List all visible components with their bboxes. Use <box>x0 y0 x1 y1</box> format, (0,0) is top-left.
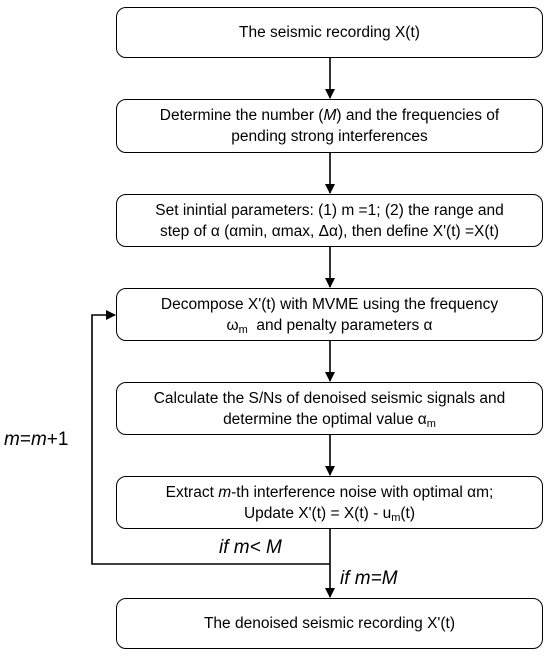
condition-label-equal: if m=M <box>340 568 398 590</box>
step-text-line: Set inintial parameters: (1) m =1; (2) t… <box>155 200 504 221</box>
text-run: step of α (αmin, αmax, Δα), then define … <box>159 222 500 240</box>
text-run: +1 <box>46 429 69 450</box>
text-run: Set inintial parameters: (1) m =1; (2) t… <box>155 201 504 219</box>
step-determine-interferences: Determine the number (M) and the frequen… <box>116 99 543 153</box>
italic-text-run: M <box>323 107 337 124</box>
text-run: = <box>19 429 31 450</box>
italic-text-run: m <box>218 483 232 501</box>
step-text-line: The seismic recording X(t) <box>239 22 420 43</box>
step-calculate-sns: Calculate the S/Ns of denoised seismic s… <box>116 382 543 435</box>
step-text-line: pending strong interferences <box>160 126 499 147</box>
text-run: determine the optimal value α <box>223 410 427 428</box>
step-denoised-recording: The denoised seismic recording X'(t) <box>116 598 543 649</box>
step-text-line: The denoised seismic recording X'(t) <box>204 613 455 634</box>
text-run: The denoised seismic recording X'(t) <box>203 615 456 632</box>
text-run: Decompose X'(t) with MVME using the freq… <box>160 295 499 313</box>
text-run: The seismic recording X(t) <box>239 24 420 41</box>
text-run: -th interference noise with optimal αm; <box>231 483 494 501</box>
step-text-line: Decompose X'(t) with MVME using the freq… <box>161 294 498 315</box>
step-text: The denoised seismic recording X'(t) <box>204 613 455 634</box>
text-run: (t) <box>400 504 416 522</box>
step-text-line: Calculate the S/Ns of denoised seismic s… <box>154 388 506 409</box>
step-text-line: determine the optimal value αm <box>154 409 506 430</box>
text-run: Extract <box>165 483 219 501</box>
loop-back-arrow <box>91 310 330 565</box>
step-text: Decompose X'(t) with MVME using the freq… <box>161 294 498 336</box>
step-set-parameters: Set inintial parameters: (1) m =1; (2) t… <box>116 194 543 247</box>
text-run: ) and the frequencies of <box>336 107 500 124</box>
italic-text-run: m <box>4 429 20 450</box>
step-text: The seismic recording X(t) <box>239 22 420 43</box>
step-text: Set inintial parameters: (1) m =1; (2) t… <box>155 200 504 242</box>
subscript-text-run: m <box>391 511 401 524</box>
step-text-line: ωm and penalty parameters α <box>161 315 498 336</box>
step-seismic-recording: The seismic recording X(t) <box>116 7 543 58</box>
text-run: and penalty parameters α <box>247 316 433 334</box>
step-text: Extract m-th interference noise with opt… <box>166 482 494 524</box>
step-text-line: Determine the number (M) and the frequen… <box>160 105 499 126</box>
subscript-text-run: m <box>426 417 436 430</box>
italic-text-run: if m< M <box>219 537 282 558</box>
condition-label-less: if m< M <box>219 537 282 559</box>
text-run: Calculate the S/Ns of denoised seismic s… <box>153 389 506 407</box>
step-text: Calculate the S/Ns of denoised seismic s… <box>154 388 506 430</box>
italic-text-run: m <box>30 429 47 450</box>
step-text-line: Extract m-th interference noise with opt… <box>166 482 494 503</box>
text-run: ω <box>226 316 239 334</box>
italic-text-run: if m=M <box>340 568 398 589</box>
step-text-line: Update X'(t) = X(t) - um(t) <box>166 503 494 524</box>
step-text-line: step of α (αmin, αmax, Δα), then define … <box>155 221 504 242</box>
step-extract-noise: Extract m-th interference noise with opt… <box>116 476 543 529</box>
loop-label-m-increment: m=m+1 <box>4 429 68 451</box>
step-decompose-mvme: Decompose X'(t) with MVME using the freq… <box>116 288 543 341</box>
text-run: Determine the number ( <box>159 107 324 124</box>
text-run: Update X'(t) = X(t) - u <box>243 504 392 522</box>
step-text: Determine the number (M) and the frequen… <box>160 105 499 147</box>
subscript-text-run: m <box>238 323 248 336</box>
text-run: pending strong interferences <box>231 128 428 145</box>
